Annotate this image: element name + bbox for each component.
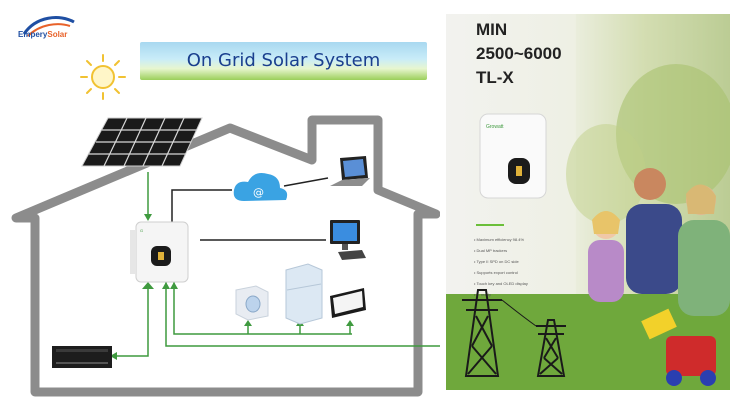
refrigerator-icon [285,263,323,325]
house-outline [11,115,440,397]
svg-text:G: G [140,228,143,233]
battery-icon [52,346,112,368]
feature-item: Touch key and OLED display [474,278,584,289]
cloud-icon: @ [233,173,288,201]
page-title: On Grid Solar System [186,50,381,71]
title-banner [140,42,427,80]
feature-item: Dual MP trackers [474,245,584,256]
television-icon [330,288,366,318]
inverter-product-icon: Growatt [479,113,547,199]
inverter-icon: G [130,221,189,283]
transmission-tower-icon [462,289,566,377]
washing-machine-icon [235,285,269,321]
desktop-monitor-icon [330,220,366,260]
brand-name: Empery [18,30,48,39]
sun-icon [80,54,126,100]
solar-panel-icon [81,117,203,167]
feature-list: Maximum efficiency 98.4% Dual MP tracker… [474,234,584,300]
product-photo-panel [446,14,730,390]
brand-name-accent: Solar [47,30,68,39]
family-photo [446,14,730,390]
laptop-icon [330,156,370,186]
logo-swoosh-icon [22,16,75,37]
svg-text:Growatt: Growatt [486,124,504,130]
product-model-title: MIN 2500~6000 TL-X [476,20,562,87]
feature-item: Maximum efficiency 98.4% [474,234,584,245]
feature-item: ... ready [474,289,584,300]
feature-accent-bar [476,224,504,226]
feature-item: Supports export control [474,267,584,278]
svg-text:@: @ [253,186,264,199]
brand-logo-text: EmperySolar [18,30,67,39]
wiring [110,172,440,360]
solar-system-diagram: G @ [11,115,440,397]
feature-item: Type II SPD on DC side [474,256,584,267]
